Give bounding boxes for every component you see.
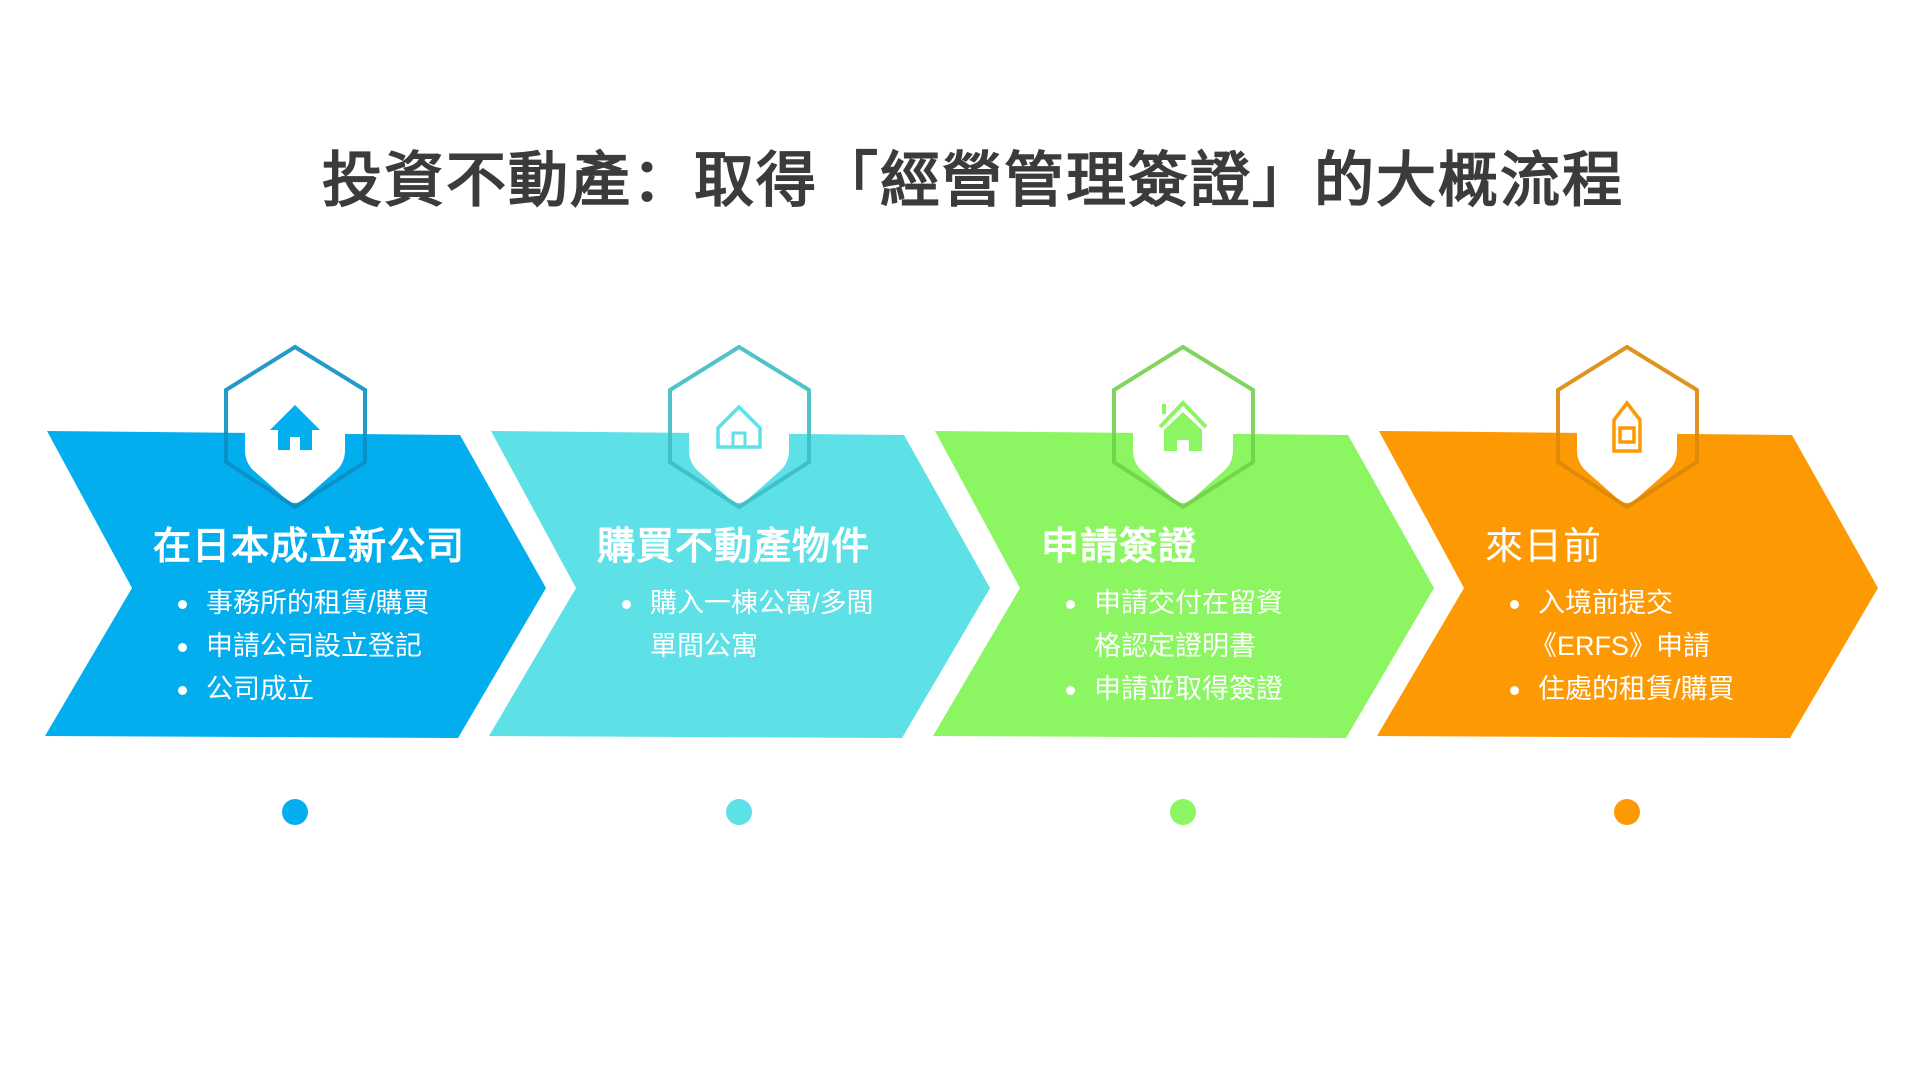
bullet-text: 申請並取得簽證: [1094, 674, 1283, 704]
bullet-item: 公司成立: [176, 668, 430, 711]
bullet-text: 住處的租賃/購買: [1538, 674, 1735, 704]
chevron-arrow: [45, 431, 546, 738]
step-bullet-list: 事務所的租賃/購買申請公司設立登記公司成立: [176, 582, 430, 711]
bullet-item: 購入一棟公寓/多間單間公寓: [620, 582, 874, 668]
icon-badge: [1577, 420, 1677, 503]
step-2: [489, 344, 990, 825]
bullet-text: 格認定證明書: [1094, 631, 1256, 661]
step-title: 購買不動產物件: [597, 526, 871, 568]
bullet-item: 入境前提交《ERFS》申請: [1508, 582, 1735, 668]
step-bullet-list: 入境前提交《ERFS》申請住處的租賃/購買: [1508, 582, 1735, 711]
bullet-text: 申請公司設立登記: [206, 631, 422, 661]
hexagon-frame: [1556, 344, 1699, 510]
icon-badge: [1133, 420, 1233, 503]
hexagon-frame: [1112, 344, 1255, 510]
step-title: 申請簽證: [1041, 526, 1198, 568]
bullet-text: 事務所的租賃/購買: [206, 588, 430, 618]
timeline-dot: [1614, 799, 1640, 825]
timeline-dot: [282, 799, 308, 825]
icon-badge: [689, 420, 789, 503]
hexagon-frame: [224, 344, 367, 510]
bullet-item: 申請並取得簽證: [1064, 668, 1283, 711]
hexagon-frame: [668, 344, 811, 510]
bullet-text: 入境前提交: [1538, 588, 1673, 618]
house-filled-icon: [270, 405, 320, 450]
step-title: 來日前: [1485, 526, 1603, 568]
bullet-text: 購入一棟公寓/多間: [650, 588, 874, 618]
bullet-item: 住處的租賃/購買: [1508, 668, 1735, 711]
house-chimney-icon: [1158, 400, 1208, 451]
bullet-text: 公司成立: [206, 674, 314, 704]
step-4: [1377, 344, 1878, 825]
step-title: 在日本成立新公司: [153, 526, 466, 568]
bullet-item: 申請公司設立登記: [176, 625, 430, 668]
step-bullet-list: 申請交付在留資格認定證明書申請並取得簽證: [1064, 582, 1283, 711]
house-outline-icon: [716, 404, 762, 449]
timeline-dot: [1170, 799, 1196, 825]
icon-badge: [245, 420, 345, 503]
chevron-arrow: [1377, 431, 1878, 738]
chevron-arrow: [489, 431, 990, 738]
bullet-item: 事務所的租賃/購買: [176, 582, 430, 625]
step-3: [933, 344, 1434, 825]
page-title: 投資不動產：取得「經營管理簽證」的大概流程: [322, 147, 1624, 214]
bullet-item: 申請交付在留資格認定證明書: [1064, 582, 1283, 668]
step-1: [45, 344, 546, 825]
chevron-arrow: [933, 431, 1434, 738]
step-bullet-list: 購入一棟公寓/多間單間公寓: [620, 582, 874, 668]
bullet-text: 申請交付在留資: [1094, 588, 1283, 618]
bullet-text: 單間公寓: [650, 631, 758, 661]
timeline-dot: [726, 799, 752, 825]
house-tall-icon: [1612, 400, 1642, 453]
bullet-text: 《ERFS》申請: [1530, 631, 1711, 661]
